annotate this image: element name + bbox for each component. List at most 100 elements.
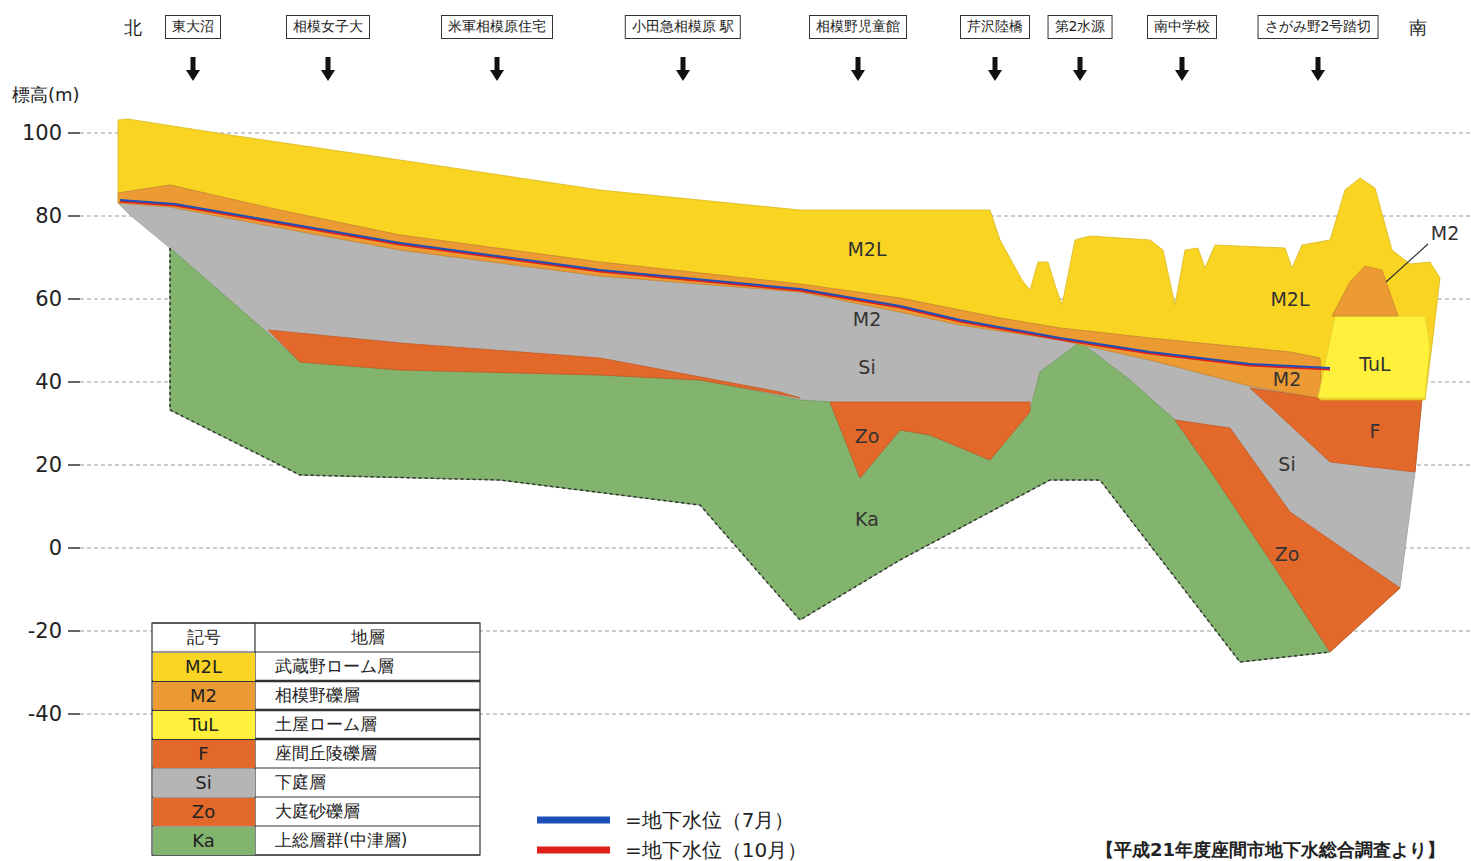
tick-label: 80 [35, 204, 62, 228]
layer-label: M2 [1273, 369, 1301, 391]
down-arrow-shaft [1316, 57, 1321, 71]
symbol-code: Ka [192, 830, 215, 851]
location-box: 芹沢陸橋 [960, 15, 1030, 39]
tick-mark [68, 381, 80, 383]
tick-label: -40 [28, 702, 62, 726]
legend-text: =地下水位（7月） [625, 809, 794, 832]
symbol-code: M2L [185, 656, 222, 677]
down-arrow-shaft [681, 57, 686, 71]
location-box: さがみ野2号踏切 [1258, 15, 1379, 39]
layer-label: M2 [1431, 223, 1459, 245]
table-frame [152, 623, 480, 855]
source-note: 【平成21年度座間市地下水総合調査より】 [1096, 840, 1445, 861]
down-arrow-shaft [1180, 57, 1185, 71]
tick-mark [68, 713, 80, 715]
axis-title: 標高(m) [12, 85, 80, 106]
layer-label: M2 [853, 309, 881, 331]
tick-label: 0 [49, 536, 62, 560]
location-box: 小田急相模原 駅 [625, 15, 741, 39]
sagamino-gravel [118, 185, 1322, 398]
tick-mark [68, 464, 80, 466]
tick-label: 20 [35, 453, 62, 477]
legend-line-july [537, 817, 610, 824]
oba-gravel-mid [830, 402, 1030, 478]
sagamino-gravel-patch [1332, 266, 1398, 316]
location-name: 米軍相模原住宅 [448, 18, 546, 34]
zama-gravel-layer [1250, 388, 1422, 472]
location-name: さがみ野2号踏切 [1265, 18, 1372, 34]
legend-text: 相模野礫層 [275, 686, 360, 706]
legend-text: 大庭砂礫層 [275, 802, 360, 822]
down-arrow-head [851, 70, 865, 81]
layer-label: Zo [1275, 544, 1300, 566]
leader-line [1386, 244, 1428, 282]
legend-text: 座間丘陵礫層 [275, 744, 377, 764]
tick-label: 40 [35, 370, 62, 394]
layer-label: Zo [855, 426, 880, 448]
location-box: 東大沼 [165, 15, 221, 39]
direction-north: 北 [124, 18, 142, 39]
location-box: 南中学校 [1147, 15, 1217, 39]
table-header: 記号 [187, 628, 221, 648]
musashino-loam [118, 119, 1440, 400]
legend-text: 武蔵野ローム層 [275, 657, 394, 677]
tick-mark [68, 215, 80, 217]
down-arrow-head [321, 70, 335, 81]
down-arrow-head [1073, 70, 1087, 81]
tick-label: 60 [35, 287, 62, 311]
grid-line [80, 133, 1471, 134]
tsuchiya-loam [1318, 316, 1430, 398]
location-box: 米軍相模原住宅 [441, 15, 553, 39]
tick-mark [68, 547, 80, 549]
dotted-base-outline [170, 248, 1330, 662]
down-arrow-shaft [1078, 57, 1083, 71]
location-box: 相模女子大 [286, 15, 370, 39]
legend-text: 土屋ローム層 [275, 715, 377, 735]
location-name: 東大沼 [172, 18, 214, 34]
legend-text: =地下水位（10月） [625, 839, 807, 861]
layer-label: Ka [855, 509, 879, 531]
down-arrow-shaft [495, 57, 500, 71]
down-arrow-shaft [191, 57, 196, 71]
down-arrow-head [490, 70, 504, 81]
legend-text: 下庭層 [275, 773, 326, 793]
location-name: 南中学校 [1154, 18, 1210, 34]
layer-label: Si [1278, 454, 1295, 476]
down-arrow-shaft [856, 57, 861, 71]
layer-label: M2L [847, 239, 886, 261]
location-name: 第2水源 [1055, 18, 1106, 34]
legend-table [152, 623, 480, 855]
symbol-code: Si [195, 772, 211, 793]
location-name: 小田急相模原 駅 [632, 18, 734, 34]
location-box: 第2水源 [1048, 15, 1113, 39]
tick-mark [68, 630, 80, 632]
symbol-code: F [198, 743, 208, 764]
table-header: 地層 [351, 628, 385, 648]
tick-mark [68, 298, 80, 300]
legend-line-october [537, 847, 610, 854]
down-arrow-head [988, 70, 1002, 81]
down-arrow-shaft [326, 57, 331, 71]
gravel-layer-north [268, 330, 800, 398]
tick-label: -20 [28, 619, 62, 643]
direction-south: 南 [1409, 18, 1427, 39]
location-name: 相模女子大 [293, 18, 363, 34]
down-arrow-head [676, 70, 690, 81]
symbol-code: M2 [190, 685, 217, 706]
layer-label: Si [858, 357, 875, 379]
symbol-code: Zo [192, 801, 215, 822]
layer-label: F [1370, 421, 1381, 443]
layer-label: TuL [1359, 354, 1390, 376]
location-name: 芹沢陸橋 [967, 18, 1023, 34]
down-arrow-shaft [993, 57, 998, 71]
location-box: 相模野児童館 [809, 15, 907, 39]
groundwater-july [120, 200, 1330, 368]
tick-label: 100 [22, 121, 62, 145]
legend-text: 上総層群(中津層) [275, 831, 407, 851]
table-rule [152, 622, 480, 623]
tick-mark [68, 132, 80, 134]
layer-label: M2L [1270, 289, 1309, 311]
symbol-code: TuL [189, 714, 219, 735]
down-arrow-head [1175, 70, 1189, 81]
